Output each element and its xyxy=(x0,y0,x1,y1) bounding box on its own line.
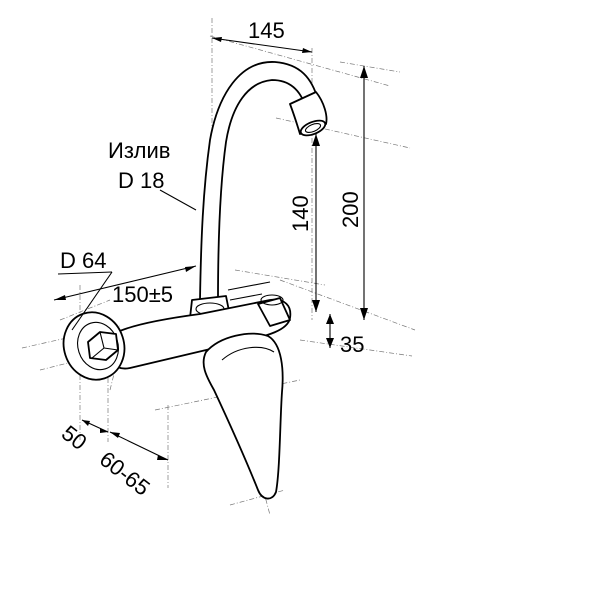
faucet-body xyxy=(62,61,328,500)
label-dim-150: 150±5 xyxy=(112,282,173,307)
dimension-lines xyxy=(53,37,368,461)
label-dim-140: 140 xyxy=(288,195,313,232)
label-spout-title: Излив xyxy=(108,138,170,163)
right-connector-nut xyxy=(257,297,291,327)
label-dim-35: 35 xyxy=(340,332,364,357)
lever-handle xyxy=(202,332,284,500)
label-flange-diameter: D 64 xyxy=(60,248,106,273)
label-spout-diameter: D 18 xyxy=(118,168,164,193)
spout-tube xyxy=(199,61,319,301)
label-dim-60-65: 60-65 xyxy=(95,446,155,500)
label-dim-200: 200 xyxy=(338,191,363,228)
label-dim-50: 50 xyxy=(57,420,92,455)
label-dim-145: 145 xyxy=(248,18,285,43)
